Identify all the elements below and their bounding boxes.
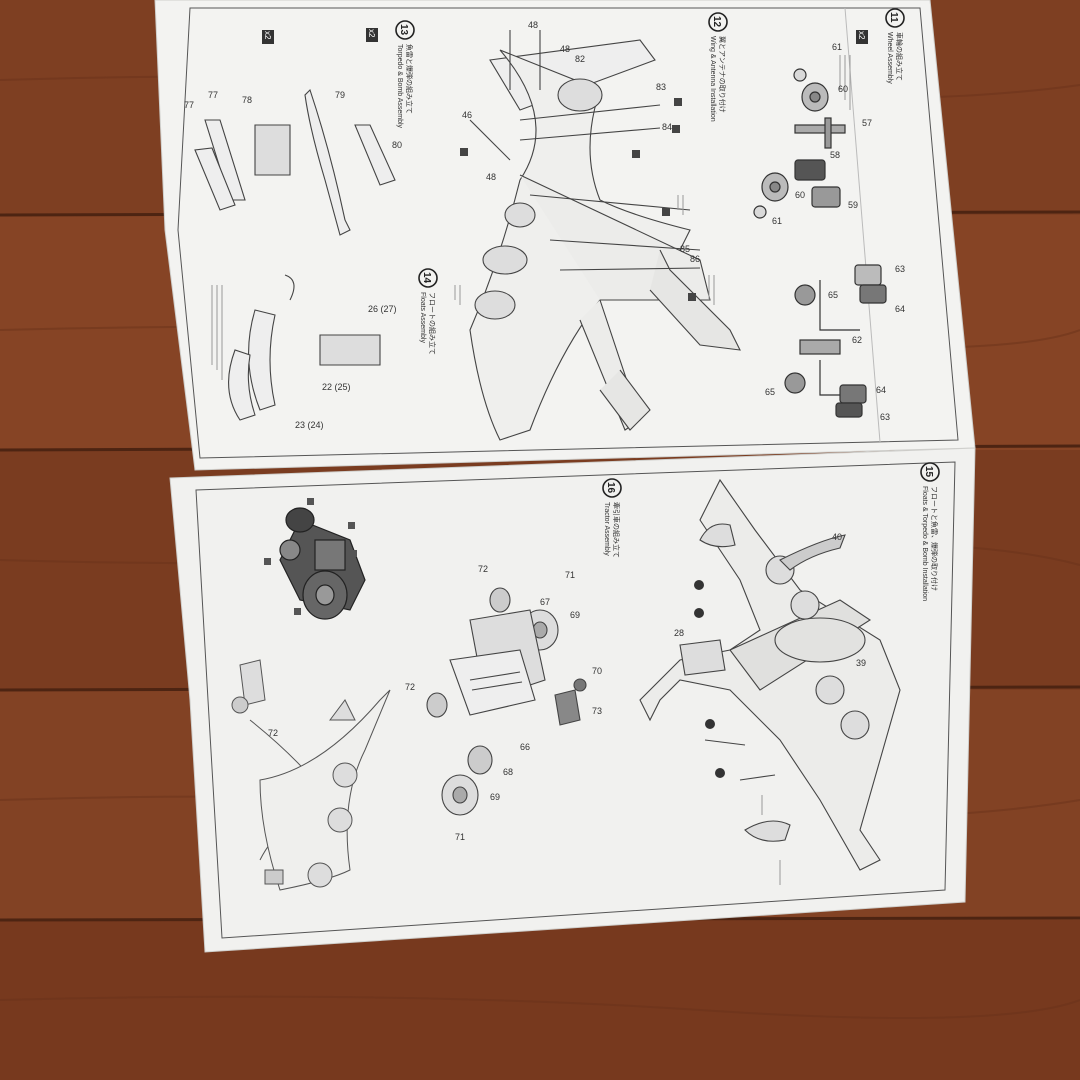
step-title-jp: フロートの組み立て <box>428 292 437 355</box>
step-title-jp: 車輪の組み立て <box>895 32 904 81</box>
step-title-en: Torpedo & Bomb Assembly <box>396 44 403 129</box>
aircraft-wing-drawing <box>469 30 741 441</box>
aircraft-part-numbers: 40 28 39 <box>674 532 866 668</box>
svg-text:48: 48 <box>560 44 570 54</box>
svg-text:68: 68 <box>503 767 513 777</box>
step-title-en: Floats Assembly <box>419 292 426 343</box>
svg-text:64: 64 <box>895 304 905 314</box>
svg-text:28: 28 <box>674 628 684 638</box>
torpedo-bomb-drawing <box>194 88 396 236</box>
step-16-tractor-assembly: 16 牽引車の組み立て Tractor Assembly <box>602 478 622 558</box>
svg-text:63: 63 <box>880 412 890 422</box>
step-number: 11 <box>888 12 899 23</box>
svg-text:65: 65 <box>828 290 838 300</box>
svg-text:77: 77 <box>208 90 218 100</box>
tractor-marker-boxes <box>264 498 357 615</box>
wing-part-numbers: 83 84 85 86 82 48 48 46 48 <box>462 20 700 264</box>
torpedo-part-numbers: 79 78 77 77 80 <box>184 90 402 150</box>
svg-text:62: 62 <box>852 335 862 345</box>
svg-text:60: 60 <box>838 84 848 94</box>
tractor-completed-drawing <box>279 507 366 620</box>
svg-text:82: 82 <box>575 54 585 64</box>
svg-text:84: 84 <box>662 122 672 132</box>
svg-text:70: 70 <box>592 666 602 676</box>
float-wheel-drawing <box>784 264 887 418</box>
step-12-wing-antenna: 12 翼とアンテナの取り付け Wing & Antenna Installati… <box>708 12 728 122</box>
svg-text:40: 40 <box>832 532 842 542</box>
step-title-jp: 魚雷と爆弾の組み立て <box>405 44 414 114</box>
step-title-jp: フロートと魚雷、爆弾の取り付け <box>930 486 939 591</box>
step-title-en: Tractor Assembly <box>603 502 610 556</box>
svg-text:61: 61 <box>772 216 782 226</box>
svg-text:61: 61 <box>832 42 842 52</box>
svg-text:83: 83 <box>656 82 666 92</box>
step-title-en: Wing & Antenna Installation <box>709 36 716 122</box>
float-drawing <box>228 274 381 421</box>
svg-text:77: 77 <box>184 100 194 110</box>
svg-text:46: 46 <box>462 110 472 120</box>
lower-part-markers <box>694 580 725 778</box>
step-number: 12 <box>711 16 722 28</box>
svg-text:71: 71 <box>565 570 575 580</box>
svg-text:22 (25): 22 (25) <box>322 382 351 392</box>
step-title-jp: 牽引車の組み立て <box>612 502 621 558</box>
svg-text:69: 69 <box>490 792 500 802</box>
step-13-torpedo-bomb: 13 魚雷と爆弾の組み立て Torpedo & Bomb Assembly <box>395 20 415 129</box>
svg-text:72: 72 <box>268 728 278 738</box>
svg-text:72: 72 <box>405 682 415 692</box>
svg-text:48: 48 <box>486 172 496 182</box>
svg-text:x2: x2 <box>263 31 272 40</box>
svg-text:67: 67 <box>540 597 550 607</box>
svg-text:66: 66 <box>520 742 530 752</box>
svg-text:69: 69 <box>570 610 580 620</box>
x2-badge: x2 <box>366 28 378 42</box>
svg-text:85: 85 <box>680 244 690 254</box>
svg-text:64: 64 <box>876 385 886 395</box>
svg-text:48: 48 <box>528 20 538 30</box>
step-title-en: Floats & Torpedo & Bomb Installation <box>921 486 928 601</box>
tractor-towing-aircraft-drawing <box>231 659 391 891</box>
step-number: 13 <box>398 24 409 36</box>
step-number: 16 <box>605 482 616 494</box>
step-number: 14 <box>421 272 432 284</box>
svg-text:57: 57 <box>862 118 872 128</box>
svg-text:73: 73 <box>592 706 602 716</box>
instruction-note-lines <box>839 55 851 110</box>
svg-text:72: 72 <box>478 564 488 574</box>
float-part-numbers: 26 (27) 22 (25) 23 (24) <box>295 304 397 430</box>
x2-badge: x2 <box>262 30 274 44</box>
svg-text:60: 60 <box>795 190 805 200</box>
svg-text:79: 79 <box>335 90 345 100</box>
svg-text:71: 71 <box>455 832 465 842</box>
svg-text:65: 65 <box>765 387 775 397</box>
aircraft-topview-drawing <box>639 478 901 871</box>
step-title-en: Wheel Assembly <box>886 32 893 84</box>
svg-text:80: 80 <box>392 140 402 150</box>
svg-text:x2: x2 <box>367 29 376 38</box>
step-title-jp: 翼とアンテナの取り付け <box>718 36 727 113</box>
svg-text:63: 63 <box>895 264 905 274</box>
upper-part-numbers: 61 60 57 58 59 60 61 63 64 65 62 64 63 6… <box>765 42 905 422</box>
x2-badge: x2 <box>856 30 868 44</box>
svg-text:x2: x2 <box>857 31 866 40</box>
step-15-float-torpedo-bomb-install: 15 フロートと魚雷、爆弾の取り付け Floats & Torpedo & Bo… <box>920 462 940 601</box>
step-11-wheel-assembly: 11 車輪の組み立て Wheel Assembly <box>885 8 905 84</box>
svg-text:86: 86 <box>690 254 700 264</box>
svg-text:23 (24): 23 (24) <box>295 420 324 430</box>
svg-text:39: 39 <box>856 658 866 668</box>
towing-part-numbers: 72 <box>268 728 278 738</box>
svg-text:26 (27): 26 (27) <box>368 304 397 314</box>
wheel-parts-drawing <box>753 68 846 219</box>
tractor-part-numbers: 71 69 72 67 70 73 72 66 68 69 71 <box>405 564 602 842</box>
step-14-floats: 14 フロートの組み立て Floats Assembly <box>418 268 438 355</box>
svg-text:59: 59 <box>848 200 858 210</box>
instruction-text-lines <box>211 195 781 885</box>
tractor-parts-drawing <box>426 587 587 816</box>
part-marker-boxes <box>460 98 696 301</box>
step-number-circle <box>885 8 905 28</box>
step-number: 15 <box>923 466 934 478</box>
svg-text:78: 78 <box>242 95 252 105</box>
svg-text:58: 58 <box>830 150 840 160</box>
